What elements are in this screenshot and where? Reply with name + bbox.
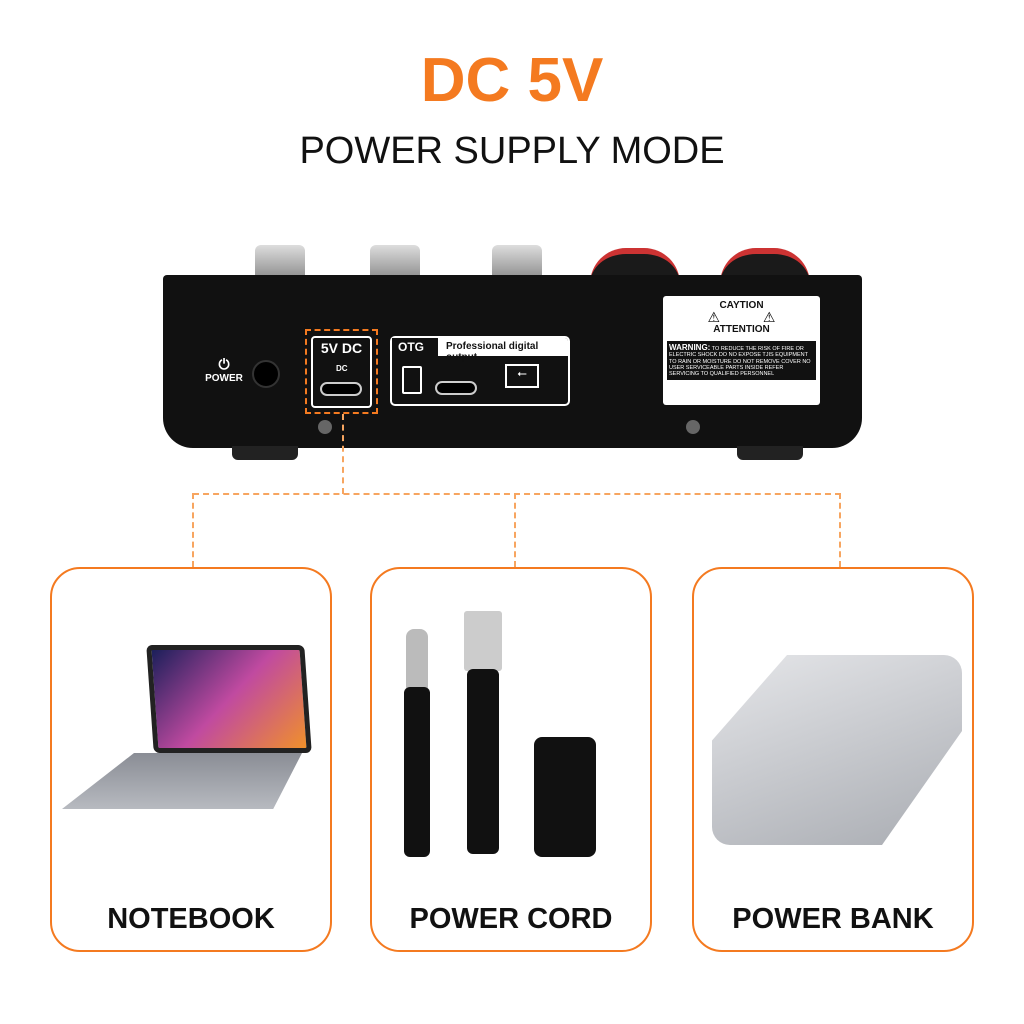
connector-line xyxy=(342,414,344,494)
power-bank-device xyxy=(712,655,962,845)
warning-text: TO REDUCE THE RISK OF FIRE OR ELECTRIC S… xyxy=(669,346,811,378)
warning-title: WARNING: xyxy=(669,343,711,352)
caution-text: CAYTION xyxy=(719,300,764,311)
usb-c-port[interactable] xyxy=(320,382,362,396)
attention-text: ATTENTION xyxy=(713,324,770,335)
card-notebook: NOTEBOOK xyxy=(50,567,332,952)
otg-tag: OTG xyxy=(392,338,438,356)
screw xyxy=(318,420,332,434)
power-button[interactable] xyxy=(252,360,280,388)
cable xyxy=(467,669,499,854)
dc-port-label: 5V DC xyxy=(320,340,363,356)
power-icon: ⏻ xyxy=(218,356,230,372)
connector-line xyxy=(193,493,841,495)
connector-line xyxy=(514,493,516,567)
phone-icon xyxy=(402,366,422,394)
power-text: POWER xyxy=(205,373,243,384)
connector-line xyxy=(839,493,841,567)
page-subtitle: POWER SUPPLY MODE xyxy=(299,130,725,172)
card-label: POWER BANK xyxy=(732,903,934,935)
card-label: NOTEBOOK xyxy=(107,903,275,935)
dc-port-panel xyxy=(311,336,372,408)
dc-highlight-box xyxy=(305,329,378,414)
dc-symbol: DC xyxy=(336,364,348,373)
page-title: DC 5V xyxy=(420,46,604,115)
power-label: ⏻POWER xyxy=(200,356,248,384)
usb-a-plug xyxy=(464,611,502,671)
card-power-bank: POWER BANK xyxy=(692,567,974,952)
card-label: POWER CORD xyxy=(409,903,613,935)
usb-c-plug xyxy=(406,629,428,689)
warning-box: WARNING: TO REDUCE THE RISK OF FIRE OR E… xyxy=(667,341,816,380)
connector-line xyxy=(192,493,194,567)
power-adapter xyxy=(534,737,596,857)
screw xyxy=(686,420,700,434)
warning-label: CAYTION ⚠ ⚠ ATTENTION WARNING: TO REDUCE… xyxy=(663,296,820,405)
cable xyxy=(404,687,430,857)
otg-panel xyxy=(390,336,570,406)
warning-triangle-icon: ⚠ ⚠ xyxy=(707,309,776,325)
card-power-cord: POWER CORD xyxy=(370,567,652,952)
laptop-screen xyxy=(146,645,312,753)
device-foot xyxy=(232,446,298,460)
laptop-keyboard xyxy=(62,753,302,809)
device-foot xyxy=(737,446,803,460)
usb-c-otg-port[interactable] xyxy=(435,381,477,395)
laptop-usb-icon: ⭠ xyxy=(505,364,539,388)
